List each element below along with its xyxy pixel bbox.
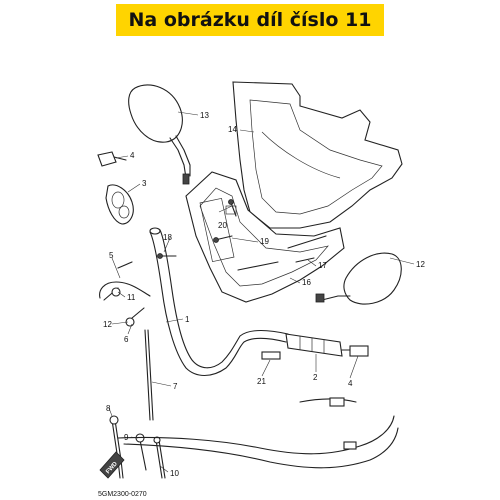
callout-9: 9 xyxy=(124,433,129,442)
callout-1: 1 xyxy=(185,315,190,324)
highlight-banner: Na obrázku díl číslo 11 xyxy=(116,4,384,36)
callout-3: 3 xyxy=(142,179,147,188)
callout-11: 11 xyxy=(127,293,136,302)
callout-19: 19 xyxy=(260,237,269,246)
callout-7: 7 xyxy=(173,382,178,391)
callout-20: 20 xyxy=(218,221,227,230)
leader-lines xyxy=(108,111,415,473)
part-4-top xyxy=(97,151,127,167)
diagram-code: 5GM2300-0270 xyxy=(98,491,147,498)
banner-title: Na obrázku díl číslo 11 xyxy=(128,9,372,31)
lower-cover xyxy=(185,171,345,303)
part-3-grip xyxy=(105,184,134,225)
callout-12: 12 xyxy=(103,320,112,329)
right-grip xyxy=(285,333,369,357)
callout-14: 13 xyxy=(200,111,209,120)
callout-4-right: 4 xyxy=(348,379,353,388)
brake-cables xyxy=(109,397,399,479)
hardware-small xyxy=(157,199,315,263)
callout-6: 6 xyxy=(124,335,129,344)
fwd-arrow: FWD xyxy=(99,451,125,479)
callout-15: 14 xyxy=(228,125,237,134)
callout-5: 5 xyxy=(109,251,114,260)
part-21-label xyxy=(261,351,281,360)
front-cover xyxy=(232,81,403,229)
callout-4-top: 4 xyxy=(130,151,135,160)
throttle-cables xyxy=(99,261,154,421)
callout-16: 16 xyxy=(302,278,311,287)
callouts: 13 14 4 3 20 18 19 17 16 12 5 11 12 6 1 … xyxy=(103,111,425,478)
callout-8: 8 xyxy=(106,404,111,413)
mirror-left xyxy=(128,84,191,185)
callout-13: 12 xyxy=(416,260,425,269)
callout-21: 21 xyxy=(257,377,266,386)
callout-10: 10 xyxy=(170,469,179,478)
handlebar xyxy=(149,227,289,377)
callout-2: 2 xyxy=(313,373,318,382)
callout-18: 18 xyxy=(163,233,172,242)
mirror-right xyxy=(315,252,402,305)
callout-17: 17 xyxy=(318,261,327,270)
